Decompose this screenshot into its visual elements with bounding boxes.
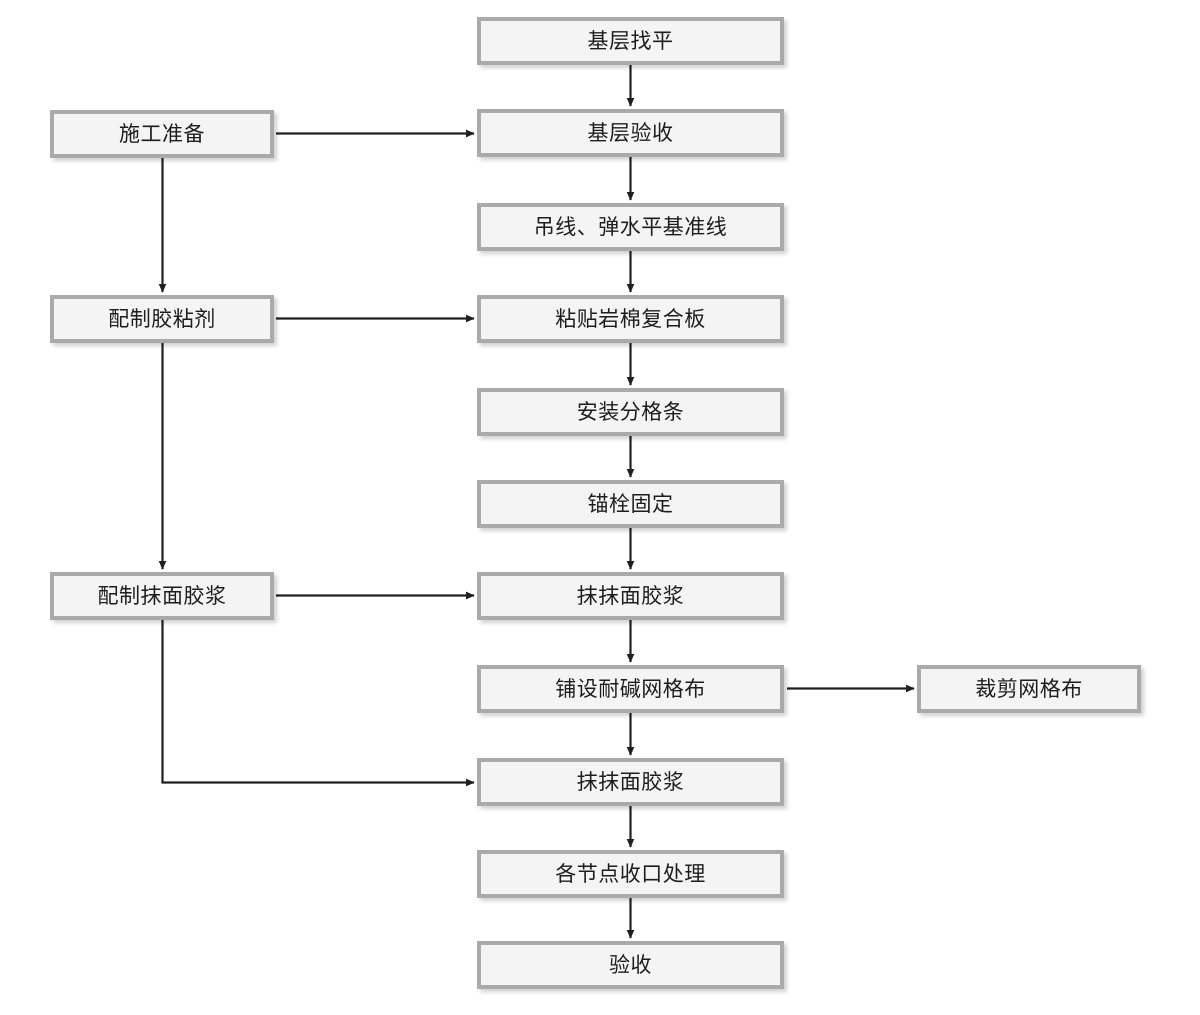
node-label: 基层验收 [587,120,674,145]
node-label: 验收 [609,952,652,977]
node-peizhijiaonianji[interactable]: 配制胶粘剂 [50,295,274,343]
node-jicengyanshou[interactable]: 基层验收 [477,109,784,157]
node-label: 配制胶粘剂 [108,306,216,331]
node-label: 各节点收口处理 [555,861,706,886]
node-maoshuanguding[interactable]: 锚栓固定 [477,480,784,528]
node-label: 基层找平 [587,28,674,53]
node-label: 抹抹面胶浆 [576,769,685,794]
node-label: 吊线、弹水平基准线 [533,214,728,239]
node-label: 铺设耐碱网格布 [555,676,706,701]
node-momomianjiaojiang-2[interactable]: 抹抹面胶浆 [477,758,784,806]
node-label: 安装分格条 [576,399,685,424]
node-peizhimomianjiaojiang[interactable]: 配制抹面胶浆 [50,572,274,620]
node-zhantieyanmianfuheban[interactable]: 粘贴岩棉复合板 [477,295,784,343]
node-diaoxian-danshuipingjizhunxian[interactable]: 吊线、弹水平基准线 [477,203,784,251]
node-pushenaijianwanggebu[interactable]: 铺设耐碱网格布 [477,665,784,713]
node-gejiedianshoukouchuli[interactable]: 各节点收口处理 [477,850,784,898]
node-label: 抹抹面胶浆 [576,583,685,608]
node-label: 锚栓固定 [587,491,674,516]
node-yanshou[interactable]: 验收 [477,941,784,989]
node-label: 配制抹面胶浆 [97,583,227,608]
node-caijianwanggebu[interactable]: 裁剪网格布 [917,665,1141,713]
edge-l3-n9 [161,620,475,787]
node-anzhuangfengetiao[interactable]: 安装分格条 [477,388,784,436]
node-momomianjiaojiang-1[interactable]: 抹抹面胶浆 [477,572,784,620]
node-label: 粘贴岩棉复合板 [555,306,706,331]
node-label: 裁剪网格布 [975,676,1083,701]
node-shigongzhunbei[interactable]: 施工准备 [50,110,274,158]
node-jicengzhaoping[interactable]: 基层找平 [477,17,784,65]
node-label: 施工准备 [119,121,205,146]
